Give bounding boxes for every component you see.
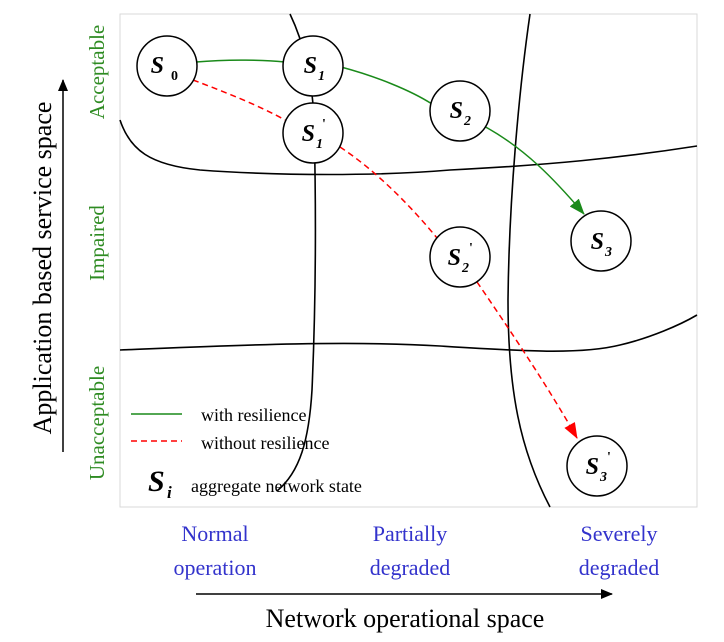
y-axis-label: Application based service space <box>28 102 57 435</box>
horizontal-boundary-upper <box>119 119 698 176</box>
network-level-partial-line2: degraded <box>370 555 451 580</box>
state-s2p-sub: 2 <box>461 261 469 276</box>
without-resilience-path-s0-s1p <box>192 79 286 121</box>
state-s2-sub: 2 <box>463 114 471 129</box>
state-s3-base: S <box>591 229 604 255</box>
state-s3-sub: 3 <box>604 245 612 260</box>
legend-with-resilience-label: with resilience <box>201 405 306 425</box>
with-resilience-path-s0-s1 <box>195 59 286 63</box>
state-s1-base: S <box>304 53 317 79</box>
state-s1p-prime: ' <box>322 117 326 132</box>
service-level-acceptable: Acceptable <box>85 25 109 119</box>
horizontal-boundary-lower <box>119 314 698 352</box>
state-s0: S 0 <box>136 35 198 97</box>
state-s1-prime: S 1 ' <box>282 102 344 164</box>
state-s2-base: S <box>450 98 463 124</box>
with-resilience-path-s2-s3 <box>481 124 585 215</box>
network-level-normal-line2: operation <box>173 555 256 580</box>
state-s2-prime: S 2 ' <box>429 226 491 288</box>
state-space-frame <box>119 13 698 508</box>
state-s0-base: S <box>151 53 164 79</box>
network-level-severe-line1: Severely <box>581 521 658 546</box>
without-resilience-path-s1p-s2p <box>339 146 438 239</box>
without-resilience-path-s2p-s3p <box>476 281 578 439</box>
state-s2p-prime: ' <box>469 241 473 256</box>
network-level-partial-line1: Partially <box>373 521 448 546</box>
state-s3p-sub: 3 <box>599 470 607 485</box>
state-s3: S 3 <box>570 210 632 272</box>
state-s1p-sub: 1 <box>316 137 323 152</box>
state-s3-prime: S 3 ' <box>566 435 628 497</box>
vertical-boundary-right <box>507 13 551 508</box>
legend-state-symbol: S <box>148 465 165 498</box>
legend-state-description: aggregate network state <box>191 476 362 496</box>
with-resilience-path-s1-s2 <box>340 66 433 105</box>
network-level-normal-line1: Normal <box>181 521 248 546</box>
legend: with resilience without resilience S i a… <box>131 405 362 502</box>
state-s1-sub: 1 <box>318 69 325 84</box>
legend-without-resilience-label: without resilience <box>201 433 329 453</box>
state-s2p-base: S <box>448 245 461 271</box>
legend-state-symbol-sub: i <box>167 483 172 502</box>
state-s0-sub: 0 <box>171 69 178 84</box>
x-axis-label: Network operational space <box>266 604 545 633</box>
state-s1p-base: S <box>302 121 315 147</box>
service-level-impaired: Impaired <box>85 205 109 281</box>
state-s3p-prime: ' <box>607 450 611 465</box>
state-s3p-base: S <box>586 454 599 480</box>
network-level-severe-line2: degraded <box>579 555 660 580</box>
state-s1: S 1 <box>282 35 344 97</box>
state-s2: S 2 <box>429 80 491 142</box>
service-level-unacceptable: Unacceptable <box>85 366 109 480</box>
